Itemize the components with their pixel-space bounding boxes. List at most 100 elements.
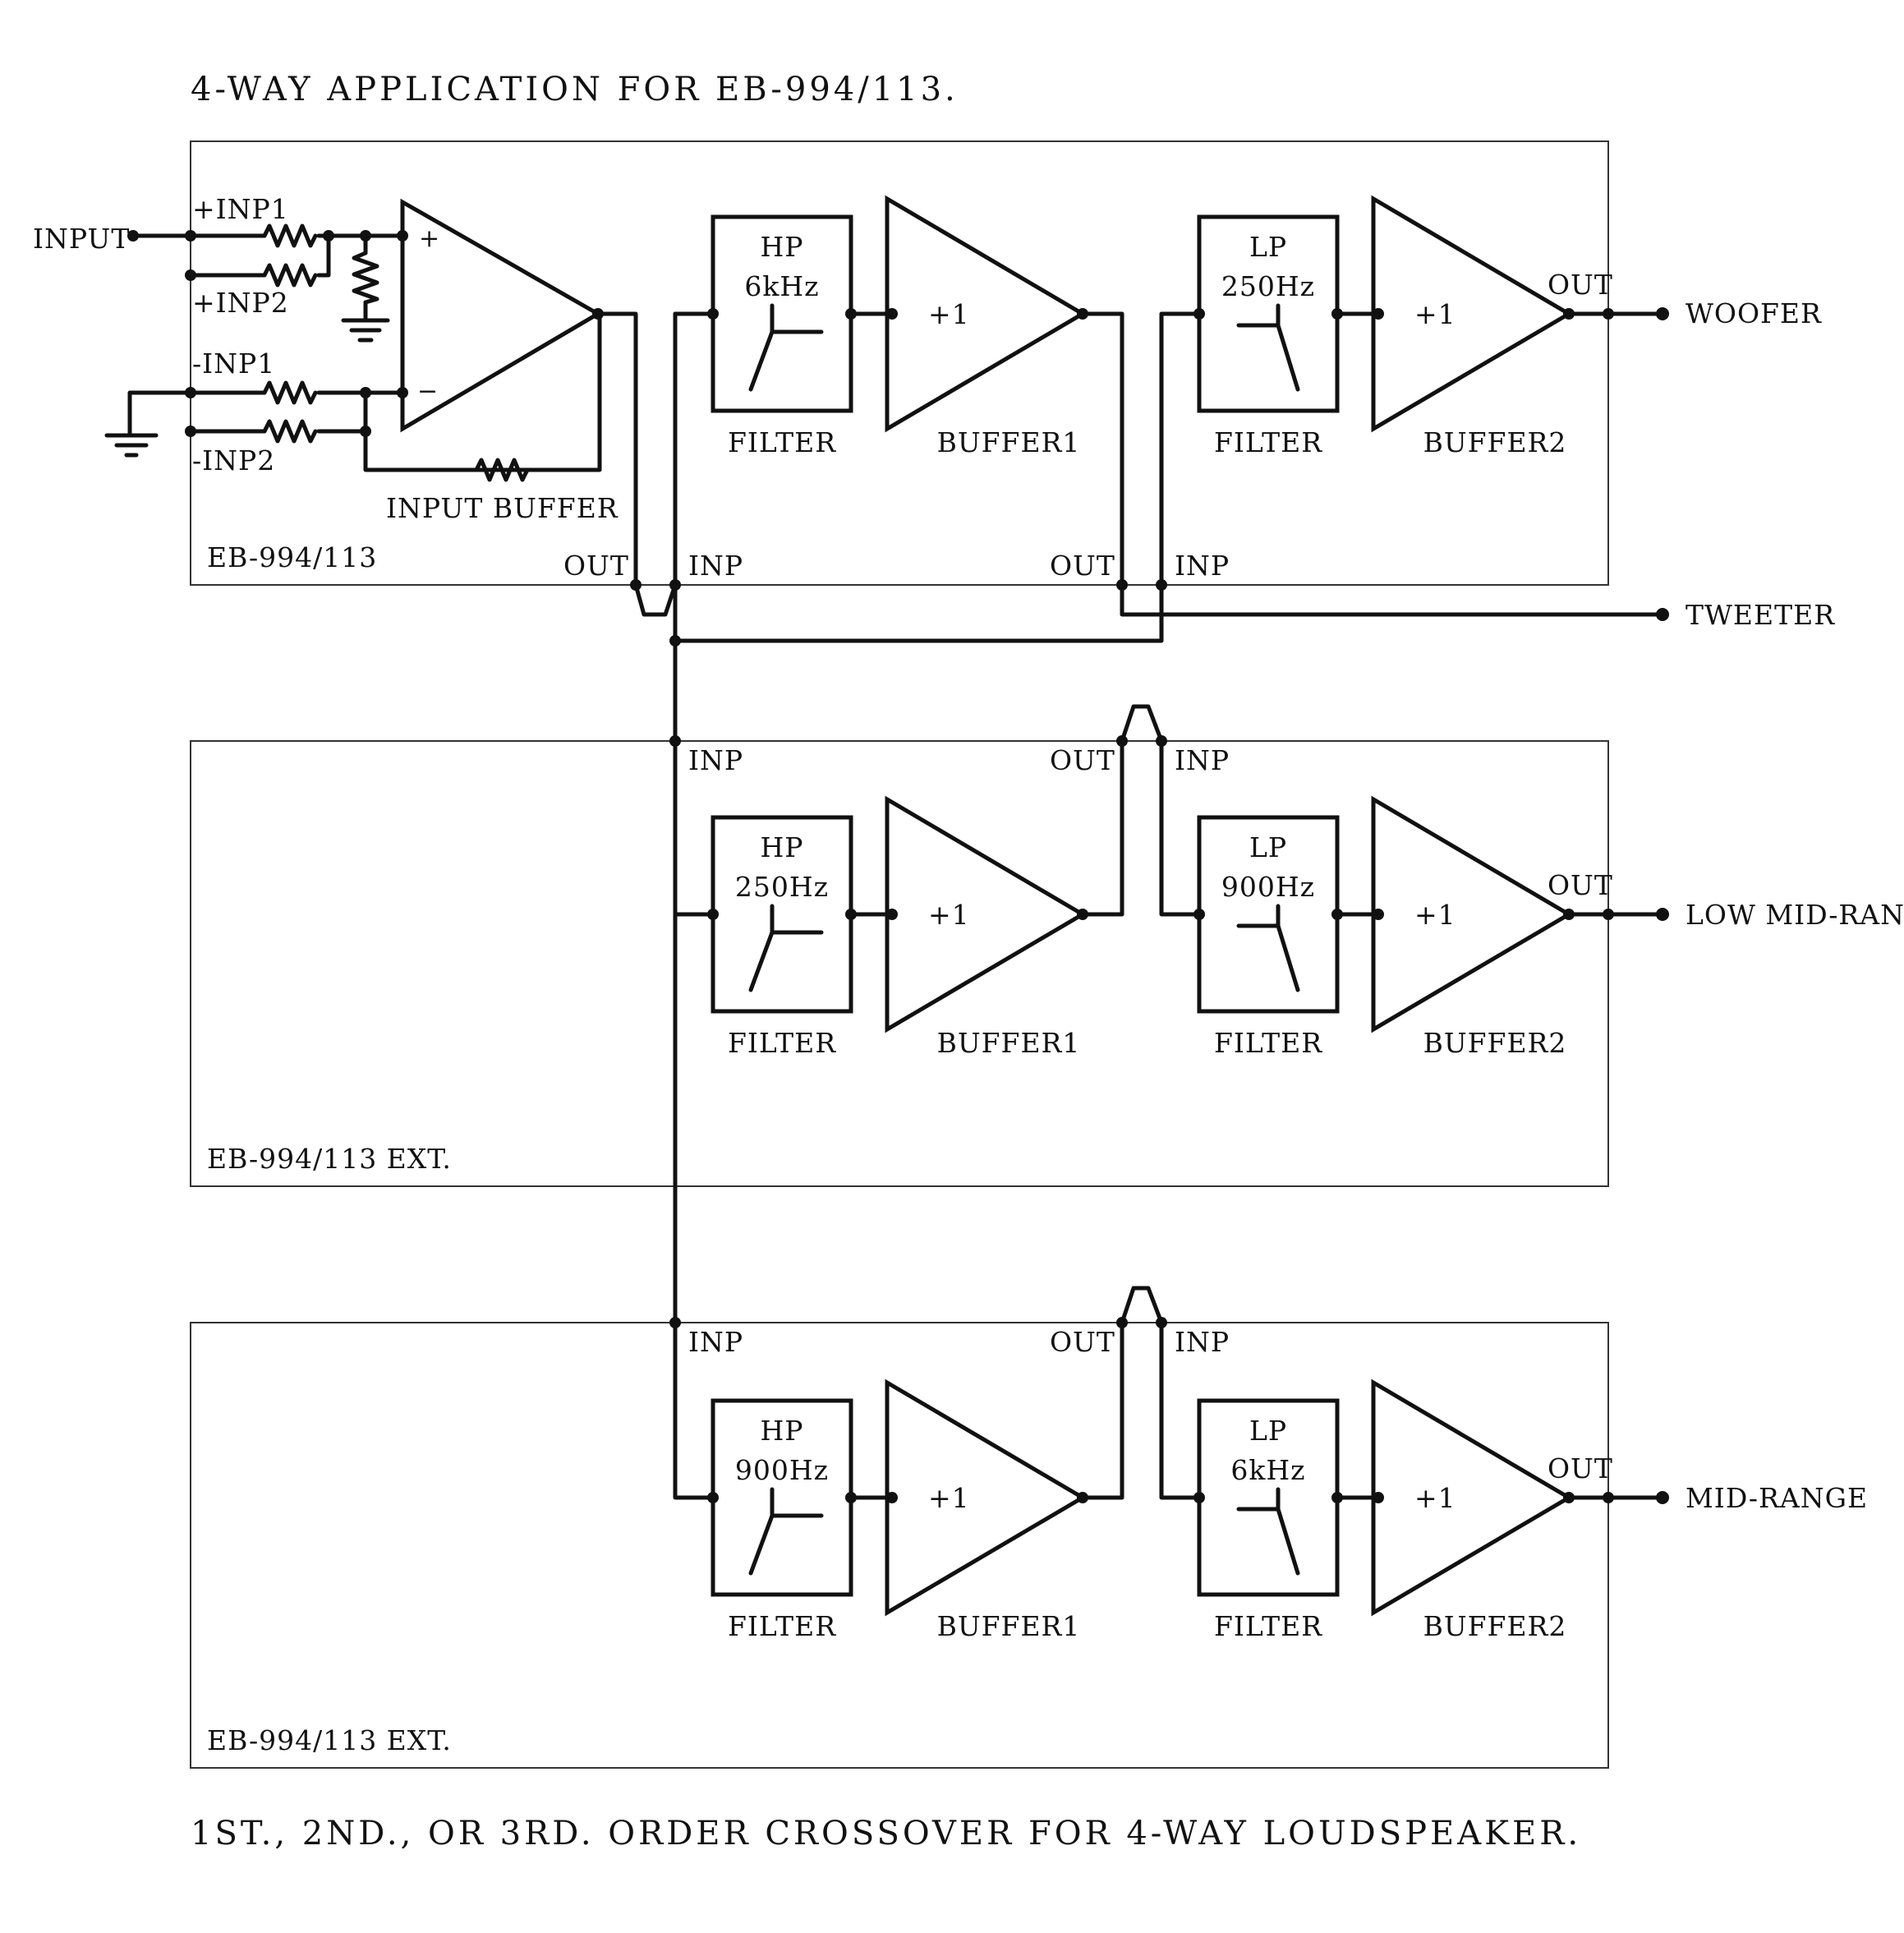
filter-frequency-label: 6kHz — [744, 270, 819, 302]
buffer-gain-label: +1 — [1414, 1482, 1456, 1514]
filter-frequency-label: 900Hz — [735, 1454, 829, 1486]
resistor-neg1 — [262, 380, 318, 405]
filter-label: FILTER — [728, 426, 836, 458]
input-section: INPUT + − +INP1 +INP2 -INP1 -INP2 INPUT … — [33, 193, 619, 524]
highpass-response-icon — [748, 303, 824, 392]
junction-dot — [1193, 1492, 1205, 1503]
diagram-title: 4-WAY APPLICATION FOR EB-994/113. — [191, 71, 959, 108]
junction-dot — [707, 308, 719, 320]
buffer-amplifier — [885, 1378, 1087, 1617]
lowpass-response-icon — [1236, 904, 1300, 992]
output-label-woofer: WOOFER — [1686, 297, 1822, 329]
port-inp-label: INP — [1175, 744, 1230, 776]
board-main-outline — [190, 140, 1609, 586]
pin-label-neg-inp1: -INP1 — [192, 347, 275, 380]
buffer-label: BUFFER2 — [1423, 1027, 1567, 1059]
junction-dot — [1331, 909, 1343, 920]
board-ext2-name: EB-994/113 EXT. — [207, 1724, 452, 1756]
buffer-out-label: OUT — [1548, 869, 1613, 901]
filter-frequency-label: 900Hz — [1221, 871, 1315, 903]
port-inp-label: INP — [1175, 1326, 1230, 1358]
buffer-gain-label: +1 — [928, 1482, 970, 1514]
filter-type-label: HP — [761, 831, 804, 863]
junction-dot — [845, 1492, 857, 1503]
buffer-amplifier — [885, 195, 1087, 433]
board-ext1-name: EB-994/113 EXT. — [207, 1143, 452, 1175]
buffer-gain-label: +1 — [1414, 899, 1456, 931]
port-out-label: OUT — [1050, 744, 1115, 776]
port-labels: OUT INP OUT INP INP OUT INP INP OUT INP — [563, 550, 1230, 1358]
filter-label: FILTER — [1214, 1027, 1322, 1059]
ground-icon — [104, 433, 159, 458]
port-out-label: OUT — [1050, 1326, 1115, 1358]
filter-type-label: HP — [761, 231, 804, 263]
junction-dot — [1563, 308, 1575, 320]
port-inp-label: INP — [688, 744, 743, 776]
port-inp-label: INP — [688, 550, 743, 582]
filter-label: FILTER — [728, 1610, 836, 1642]
junction-dot — [845, 909, 857, 920]
junction-dot — [1077, 308, 1088, 320]
filter-type-label: LP — [1249, 831, 1287, 863]
lowpass-response-icon — [1236, 303, 1300, 392]
buffer-gain-label: +1 — [928, 899, 970, 931]
buffer-label: BUFFER2 — [1423, 426, 1567, 458]
buffer-amplifier — [885, 795, 1087, 1033]
output-label-tweeter: TWEETER — [1686, 599, 1835, 631]
buffer-gain-label: +1 — [1414, 298, 1456, 330]
opamp-minus-sign: − — [417, 377, 438, 406]
board-ext1-outline — [190, 740, 1609, 1187]
input-buffer-label: INPUT BUFFER — [386, 492, 619, 524]
junction-dot — [1193, 909, 1205, 920]
buffer-label: BUFFER2 — [1423, 1610, 1567, 1642]
buffer-amplifier — [1371, 795, 1573, 1033]
pin-label-neg-inp2: -INP2 — [192, 444, 275, 476]
junction-dot — [1077, 909, 1088, 920]
buffer-label: BUFFER1 — [937, 426, 1081, 458]
filter-type-label: LP — [1249, 231, 1287, 263]
filter-frequency-label: 250Hz — [1221, 270, 1315, 302]
junction-dot — [1193, 308, 1205, 320]
output-label-mid-range: MID-RANGE — [1686, 1482, 1868, 1514]
junction-dot — [1603, 308, 1614, 320]
buffer-amplifier — [1371, 1378, 1573, 1617]
input-buffer-opamp — [400, 198, 602, 433]
buffer-gain-label: +1 — [928, 298, 970, 330]
pin-label-pos-inp1: +INP1 — [192, 193, 289, 225]
buffer-out-label: OUT — [1548, 1452, 1613, 1484]
port-inp-label: INP — [688, 1326, 743, 1358]
junction-dot — [1563, 909, 1575, 920]
board-ext2-outline — [190, 1322, 1609, 1769]
resistor-inp2 — [262, 263, 318, 288]
opamp-plus-sign: + — [419, 224, 439, 253]
filter-label: FILTER — [1214, 1610, 1322, 1642]
filter-type-label: HP — [761, 1415, 804, 1447]
buffer-out-label: OUT — [1548, 269, 1613, 301]
diagram-caption: 1ST., 2ND., OR 3RD. ORDER CROSSOVER FOR … — [191, 1815, 1581, 1852]
lowpass-response-icon — [1236, 1487, 1300, 1576]
junction-dot — [707, 1492, 719, 1503]
junction-dot — [1331, 308, 1343, 320]
port-inp-label: INP — [1175, 550, 1230, 582]
filter-stages: HP6kHzFILTER+1BUFFER1LP250HzFILTER+1BUFF… — [707, 195, 1614, 1642]
output-label-low-mid-range: LOW MID-RANGE — [1686, 899, 1904, 931]
highpass-response-icon — [748, 1487, 824, 1576]
junction-dot — [1603, 1492, 1614, 1503]
filter-frequency-label: 250Hz — [735, 871, 829, 903]
junction-dot — [707, 909, 719, 920]
resistor-shunt — [352, 251, 379, 305]
buffer-amplifier — [1371, 195, 1573, 433]
junction-dot — [845, 308, 857, 320]
resistor-inp1 — [262, 223, 331, 248]
pin-label-pos-inp2: +INP2 — [192, 287, 289, 319]
buffer-label: BUFFER1 — [937, 1027, 1081, 1059]
filter-type-label: LP — [1249, 1415, 1287, 1447]
junction-dot — [1077, 1492, 1088, 1503]
highpass-response-icon — [748, 904, 824, 992]
interconnect-wiring — [596, 307, 1669, 1504]
ground-icon — [341, 318, 390, 343]
filter-label: FILTER — [1214, 426, 1322, 458]
board-main-name: EB-994/113 — [207, 541, 377, 573]
filter-frequency-label: 6kHz — [1230, 1454, 1305, 1486]
